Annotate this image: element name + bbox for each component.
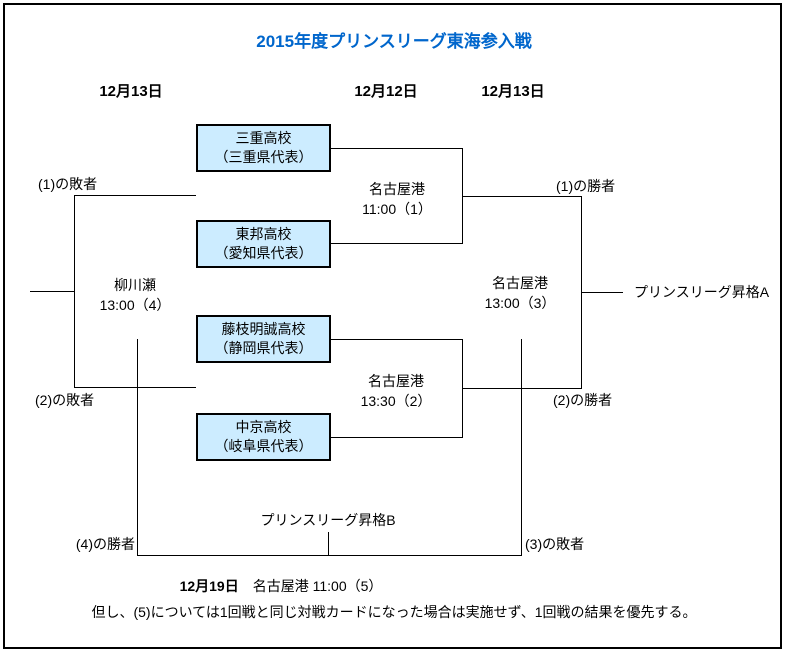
column-date-right: 12月13日 xyxy=(481,83,545,100)
match2-top-connector-line xyxy=(331,339,462,340)
team-box-fujieda-meisei: 藤枝明誠高校 （静岡県代表） xyxy=(196,315,331,363)
page-title: 2015年度プリンスリーグ東海参入戦 xyxy=(256,32,532,51)
label-promotion-a: プリンスリーグ昇格A xyxy=(634,284,770,300)
footnote: 但し、(5)については1回戦と同じ対戦カードになった場合は実施せず、1回戦の結果… xyxy=(91,604,697,620)
team-name: 三重高校 xyxy=(235,130,292,146)
team-box-mie: 三重高校 （三重県代表） xyxy=(196,124,331,172)
team-prefecture: （静岡県代表） xyxy=(214,340,313,356)
team-name: 中京高校 xyxy=(235,419,292,435)
match5-bottom-line xyxy=(137,555,522,556)
label-winner-of-2: (2)の勝者 xyxy=(553,392,613,408)
label-loser-of-3: (3)の敗者 xyxy=(525,536,585,552)
team-prefecture: （三重県代表） xyxy=(214,149,313,165)
match5-left-vertical-line xyxy=(137,339,138,556)
match4-winner-line xyxy=(30,291,74,292)
column-date-middle: 12月12日 xyxy=(354,83,418,100)
match2-winner-line xyxy=(462,388,582,389)
match5-venue-time: 名古屋港 11:00（5） xyxy=(252,578,383,594)
match5-date: 12月19日 xyxy=(179,578,239,594)
team-box-chukyo: 中京高校 （岐阜県代表） xyxy=(196,413,331,461)
final-winner-line xyxy=(582,292,623,293)
label-loser-of-1: (1)の敗者 xyxy=(38,176,98,192)
label-winner-of-4: (4)の勝者 xyxy=(75,536,135,552)
match1-venue: 名古屋港 xyxy=(369,181,425,197)
label-winner-of-1: (1)の勝者 xyxy=(556,178,616,194)
label-promotion-b: プリンスリーグ昇格B xyxy=(260,512,396,528)
match1-label: 名古屋港 11:00（1） xyxy=(337,179,457,219)
team-name: 藤枝明誠高校 xyxy=(221,321,306,337)
match3-time: 13:00（3） xyxy=(484,295,556,311)
match2-bottom-connector-line xyxy=(331,437,462,438)
match4-bottom-connector-line xyxy=(74,387,196,388)
final-vertical-line xyxy=(581,196,582,389)
match2-venue: 名古屋港 xyxy=(368,373,424,389)
team-name: 東邦高校 xyxy=(235,226,292,242)
match4-time: 13:00（4） xyxy=(99,297,171,313)
match4-label: 柳川瀬 13:00（4） xyxy=(75,275,195,315)
match1-bottom-connector-line xyxy=(331,243,462,244)
match5-right-vertical-line xyxy=(521,339,522,556)
match5-label: 12月19日名古屋港 11:00（5） xyxy=(0,576,562,596)
match2-time: 13:30（2） xyxy=(360,393,432,409)
team-box-toho: 東邦高校 （愛知県代表） xyxy=(196,220,331,268)
column-date-left: 12月13日 xyxy=(99,83,163,100)
match1-winner-line xyxy=(462,196,582,197)
match4-venue: 柳川瀬 xyxy=(114,277,156,293)
match2-label: 名古屋港 13:30（2） xyxy=(336,371,456,411)
outer-border xyxy=(3,3,782,649)
match3-venue: 名古屋港 xyxy=(492,275,548,291)
match3-label: 名古屋港 13:00（3） xyxy=(460,273,580,313)
team-prefecture: （岐阜県代表） xyxy=(214,438,313,454)
promotion-b-stub-line xyxy=(328,532,329,555)
team-prefecture: （愛知県代表） xyxy=(214,245,313,261)
match1-top-connector-line xyxy=(331,148,462,149)
match4-top-connector-line xyxy=(74,195,196,196)
match4-vertical-line xyxy=(74,195,75,388)
match1-time: 11:00（1） xyxy=(362,201,432,217)
label-loser-of-2: (2)の敗者 xyxy=(35,392,95,408)
